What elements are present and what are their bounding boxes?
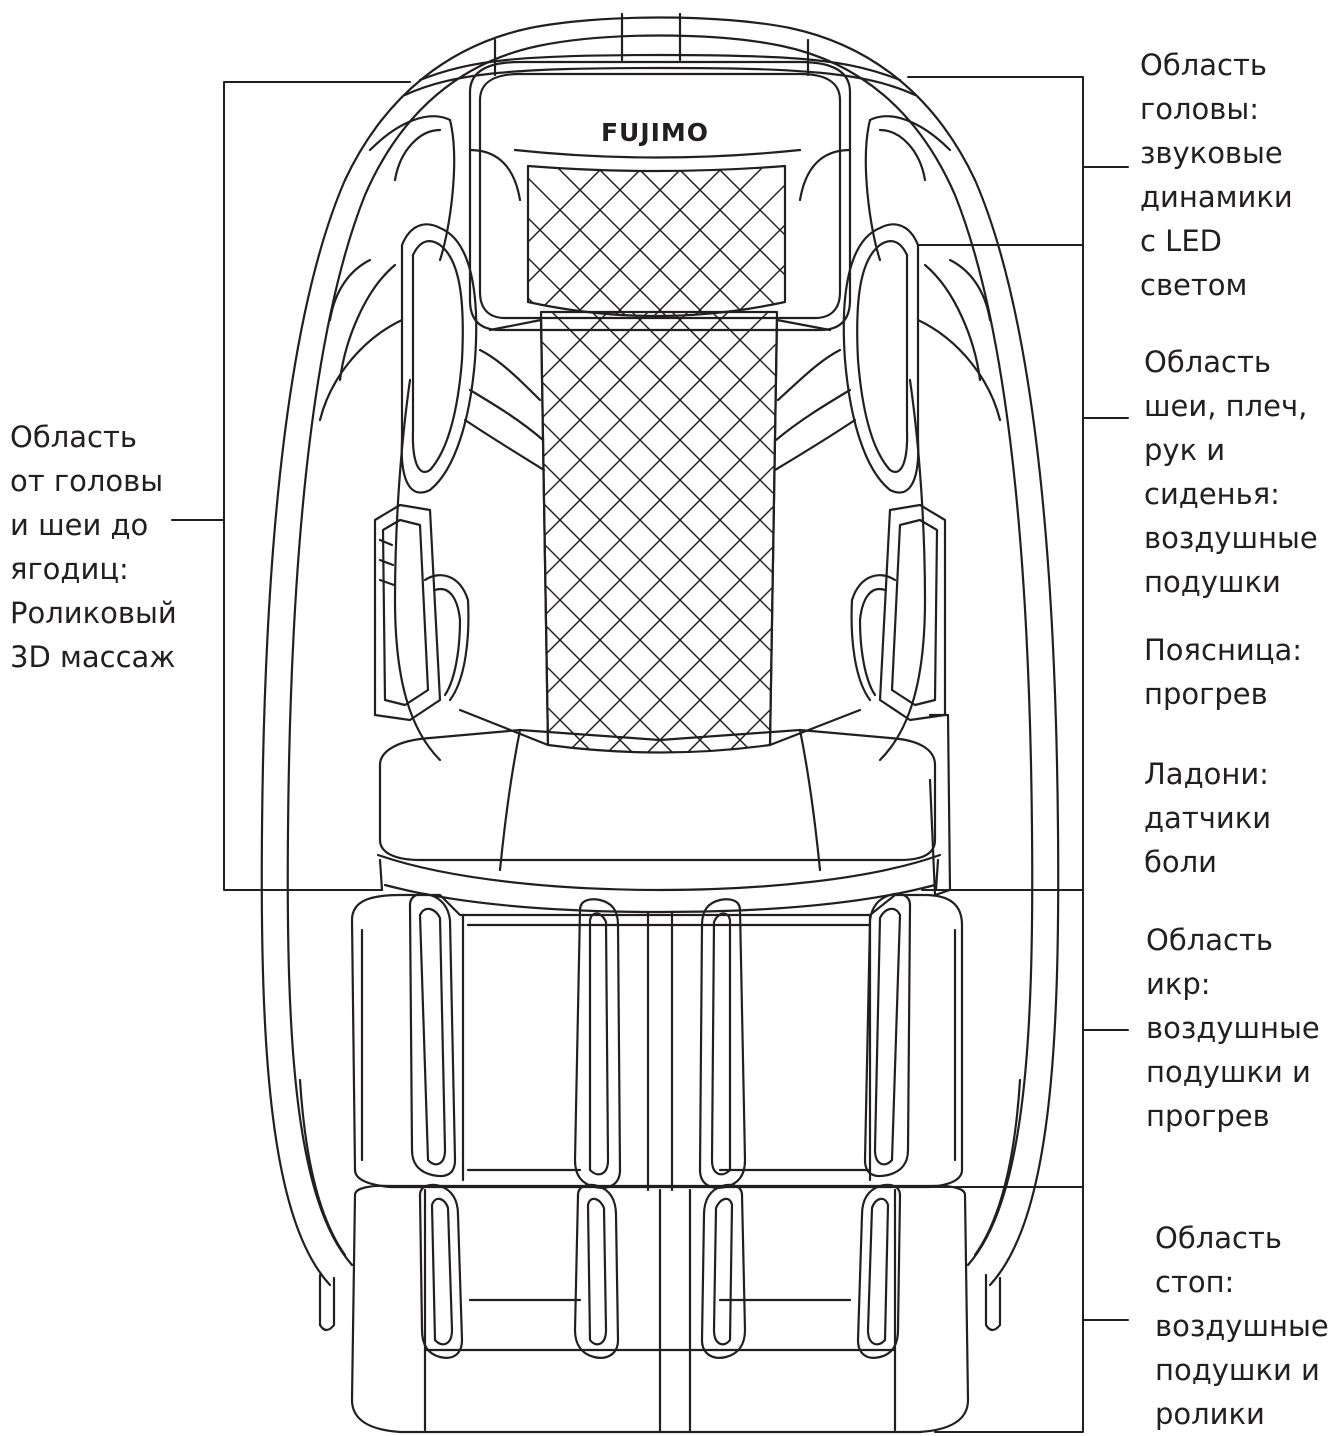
left-wing (320, 116, 476, 492)
headrest-frame (405, 14, 915, 95)
left-bracket-line (224, 82, 410, 890)
body-bracket-line (922, 245, 1083, 890)
foot-bracket-line (935, 1187, 1083, 1432)
callout-label-calf-airbags: Область икр: воздушные подушки и прогрев (1146, 918, 1341, 1138)
callout-label-neck-airbags: Область шеи, плеч, рук и сиденья: воздуш… (1144, 340, 1341, 604)
right-wing (844, 116, 1000, 492)
callout-label-palm-sensors: Ладони: датчики боли (1144, 752, 1341, 884)
calf-section (352, 894, 962, 1190)
chair-outer-shell (262, 18, 1058, 1331)
back-quilting (100, 300, 1220, 800)
calf-bracket-line (925, 890, 1083, 1187)
left-armrest (375, 380, 468, 760)
seat (378, 730, 940, 912)
brand-logo: FUJIMO (601, 118, 709, 147)
callout-label-back-roller: Область от головы и шеи до ягодиц: Ролик… (10, 415, 210, 679)
back-cushion (460, 312, 860, 753)
callout-label-head-speakers: Область головы: звуковые динамики с LED … (1140, 43, 1340, 307)
foot-section (352, 1185, 968, 1432)
head-bracket-line (908, 77, 1083, 245)
head-pillow (470, 62, 850, 330)
callout-label-waist-heating: Поясница: прогрев (1144, 628, 1341, 716)
callout-label-foot-rollers: Область стоп: воздушные подушки и ролики (1155, 1216, 1341, 1436)
